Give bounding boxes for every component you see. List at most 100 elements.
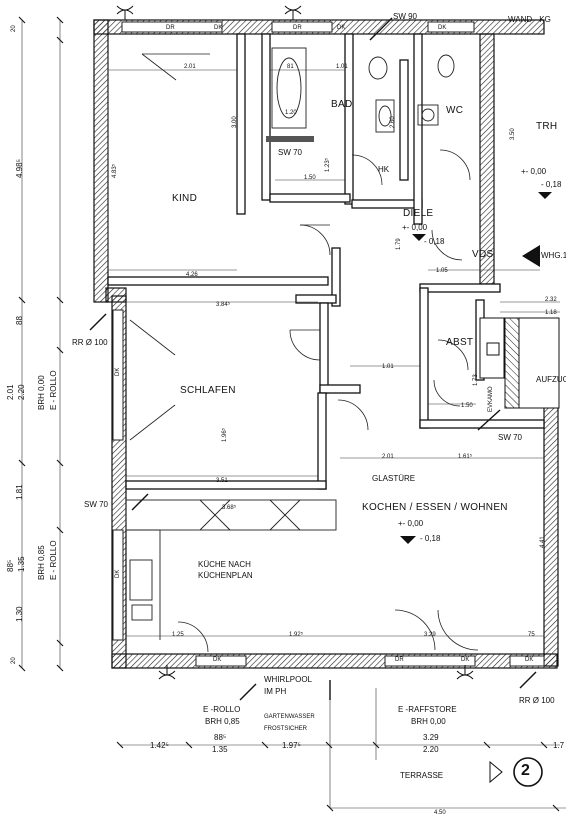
label-dk-wc: DK xyxy=(438,25,447,31)
shaft-wall xyxy=(504,317,520,409)
level-2b: - 0,18 xyxy=(424,237,445,246)
dim-schlafen-196: 1.96⁵ xyxy=(222,427,228,442)
dim-bad-120: 1.20 xyxy=(285,110,297,116)
dim-bad-81: 81 xyxy=(287,64,294,70)
room-kueche-line2: KÜCHENPLAN xyxy=(198,571,253,580)
dim-left-20-top: 20 xyxy=(11,25,17,32)
dim-bot-88: 88⁵ xyxy=(214,733,227,742)
level-2: +- 0,00 xyxy=(402,223,428,232)
label-raffstore-brh: BRH 0,00 xyxy=(411,717,446,726)
dim-vds-105: 1.05 xyxy=(436,268,448,274)
dim-schlafen-351: 3.51 xyxy=(216,478,228,484)
dim-k-441: 4.41 xyxy=(540,536,546,548)
windows xyxy=(112,21,545,667)
label-hk: HK xyxy=(378,165,390,174)
label-dk-kind: DK xyxy=(214,25,223,31)
dim-bot-142: 1.42⁵ xyxy=(150,741,169,750)
label-dk-right: DK xyxy=(525,657,534,663)
label-left-rollo-top-2: E - ROLLO xyxy=(49,370,58,410)
dimension-ticks xyxy=(18,16,560,812)
sw70-bad-fill xyxy=(266,136,314,142)
dim-bot-197: 1.97⁵ xyxy=(282,741,301,750)
dim-abst-150: 1.50 xyxy=(461,403,473,409)
dim-k-201: 2.01 xyxy=(382,454,394,460)
dim-k-192: 1.92⁵ xyxy=(289,632,304,638)
label-dr-kind: DR xyxy=(166,25,175,31)
level-1b: - 0,18 xyxy=(541,180,562,189)
label-raffstore: E -RAFFSTORE xyxy=(398,705,457,714)
sw-arrows xyxy=(89,17,537,701)
label-gartenwasser-2: FROSTSICHER xyxy=(264,726,308,732)
dim-bad-123: 1.23⁵ xyxy=(325,157,331,172)
label-e-rollo: E -ROLLO xyxy=(203,705,241,714)
label-whirlpool-2: IM PH xyxy=(264,687,287,696)
label-glastuere: GLASTÜRE xyxy=(372,474,416,483)
label-sw90: SW 90 xyxy=(393,12,418,21)
label-wand-kg: WAND - KG xyxy=(508,15,551,24)
dim-left-88b: 88⁵ xyxy=(6,559,15,572)
room-bad: BAD xyxy=(331,99,353,110)
room-abst: ABST xyxy=(446,337,474,348)
label-dr-bad: DR xyxy=(293,25,302,31)
dim-bot-220: 2.20 xyxy=(423,745,439,754)
label-sw70-abst: SW 70 xyxy=(498,433,523,442)
label-left-rollo-bot-1: BRH 0,85 xyxy=(37,545,46,580)
label-sw70-left: SW 70 xyxy=(84,500,109,509)
dim-vds-232: 2.32 xyxy=(545,297,557,303)
dim-bot-329: 3.29 xyxy=(423,733,439,742)
label-rr-right: RR Ø 100 xyxy=(519,696,555,705)
room-kochen: KOCHEN / ESSEN / WOHNEN xyxy=(362,502,508,513)
label-whg: WHG.1 xyxy=(541,251,566,260)
label-rr-left: RR Ø 100 xyxy=(72,338,108,347)
bathroom-fixtures xyxy=(271,47,455,133)
dim-left-total: 4.98⁵ xyxy=(15,159,24,178)
label-dr-wohnen: DR xyxy=(395,657,404,663)
label-left-rollo-bot-2: E - ROLLO xyxy=(49,540,58,580)
whg-arrow xyxy=(522,245,540,267)
dim-bad-150: 1.50 xyxy=(304,175,316,181)
label-evkamo: EVKAMO xyxy=(488,386,494,412)
door-swings xyxy=(129,53,479,653)
interior-walls xyxy=(107,33,545,490)
dim-kind-300: 3.00 xyxy=(232,116,238,128)
dim-k-101: 1.01 xyxy=(382,364,394,370)
dim-left-20-bot: 20 xyxy=(11,657,17,664)
dim-vds-118: 1.18 xyxy=(545,310,557,316)
room-wc: WC xyxy=(446,105,464,116)
dim-kind-201: 2.01 xyxy=(184,64,196,70)
room-kind: KIND xyxy=(172,193,198,204)
level-1: +- 0,00 xyxy=(521,167,547,176)
label-left-rollo-top-1: BRH 0,00 xyxy=(37,375,46,410)
dim-left-220: 2.20 xyxy=(17,384,26,400)
dim-k-329: 3.29 xyxy=(424,632,436,638)
label-dk-left: DK xyxy=(115,569,121,578)
dim-k-161: 1.61⁵ xyxy=(458,454,473,460)
dim-left-201: 2.01 xyxy=(6,384,15,400)
dim-k-75: 75 xyxy=(528,632,535,638)
dim-bad-350: 3.50 xyxy=(510,128,516,140)
label-e-rollo-brh: BRH 0,85 xyxy=(205,717,240,726)
dim-left-181: 1.81 xyxy=(15,484,24,500)
level-3b: - 0,18 xyxy=(420,534,441,543)
room-schlafen: SCHLAFEN xyxy=(180,385,236,396)
dim-bot-450: 4.50 xyxy=(434,810,446,816)
dim-bot-17: 1.7 xyxy=(553,741,565,750)
level-markers xyxy=(400,192,552,544)
room-trh: TRH xyxy=(536,121,558,132)
label-sw70-bad: SW 70 xyxy=(278,148,303,157)
dim-k-368: 3.68⁵ xyxy=(222,505,237,511)
label-gartenwasser-1: GARTENWASSER xyxy=(264,714,315,720)
dim-bad-101: 1.01 xyxy=(336,64,348,70)
plan-number-circle xyxy=(513,757,543,787)
level-3: +- 0,00 xyxy=(398,519,424,528)
dim-left-135: 1.35 xyxy=(17,556,26,572)
room-terrasse: TERRASSE xyxy=(400,771,444,780)
dim-schlafen-384: 3.84⁵ xyxy=(216,302,231,308)
room-diele: DIELE xyxy=(403,208,434,219)
vent-symbols xyxy=(116,5,474,680)
aufzug-shaft xyxy=(518,317,560,409)
dim-wc-260: 2.60 xyxy=(390,116,396,128)
dim-kind-483: 4.83⁵ xyxy=(112,163,118,178)
label-whirlpool-1: WHIRLPOOL xyxy=(264,675,313,684)
